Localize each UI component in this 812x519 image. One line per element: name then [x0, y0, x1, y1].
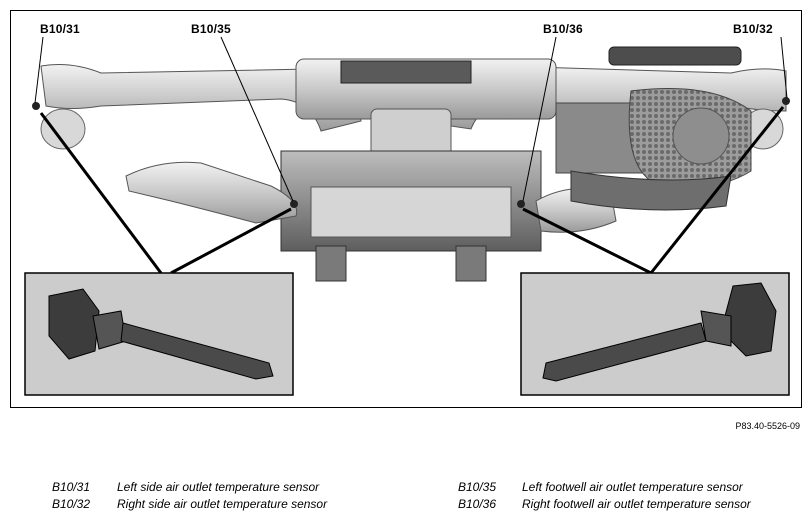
hvac-illustration [24, 36, 790, 396]
figure-code: P83.40-5526-09 [735, 421, 800, 431]
legend-desc: Right side air outlet temperature sensor [117, 497, 328, 511]
callout-b1032: B10/32 [733, 22, 773, 36]
legend-desc: Right footwell air outlet temperature se… [522, 497, 751, 511]
legend-code: B10/35 [458, 480, 497, 494]
sensor-b1036-marker [517, 200, 525, 208]
sensor-b1035-marker [290, 200, 298, 208]
diagram-figure: B10/31 B10/35 B10/36 B10/32 [10, 10, 802, 408]
detail-box-right [520, 272, 790, 396]
hvac-housing [280, 58, 647, 282]
callout-leaders [34, 36, 788, 202]
detail-box-left [24, 272, 294, 396]
legend-desc: Left footwell air outlet temperature sen… [522, 480, 743, 494]
callout-b1031: B10/31 [40, 22, 80, 36]
sensor-b1031-marker [32, 102, 40, 110]
legend-code: B10/36 [458, 497, 497, 511]
sensor-illustration-left [48, 288, 274, 380]
sensor-b1032-marker [782, 97, 790, 105]
blower-unit [570, 88, 752, 211]
legend-code: B10/32 [52, 497, 91, 511]
detail-leaders [39, 106, 785, 275]
callout-b1035: B10/35 [191, 22, 231, 36]
legend-desc: Left side air outlet temperature sensor [117, 480, 320, 494]
sensor-illustration-right [542, 282, 777, 382]
legend-code: B10/31 [52, 480, 91, 494]
callout-b1036: B10/36 [543, 22, 583, 36]
